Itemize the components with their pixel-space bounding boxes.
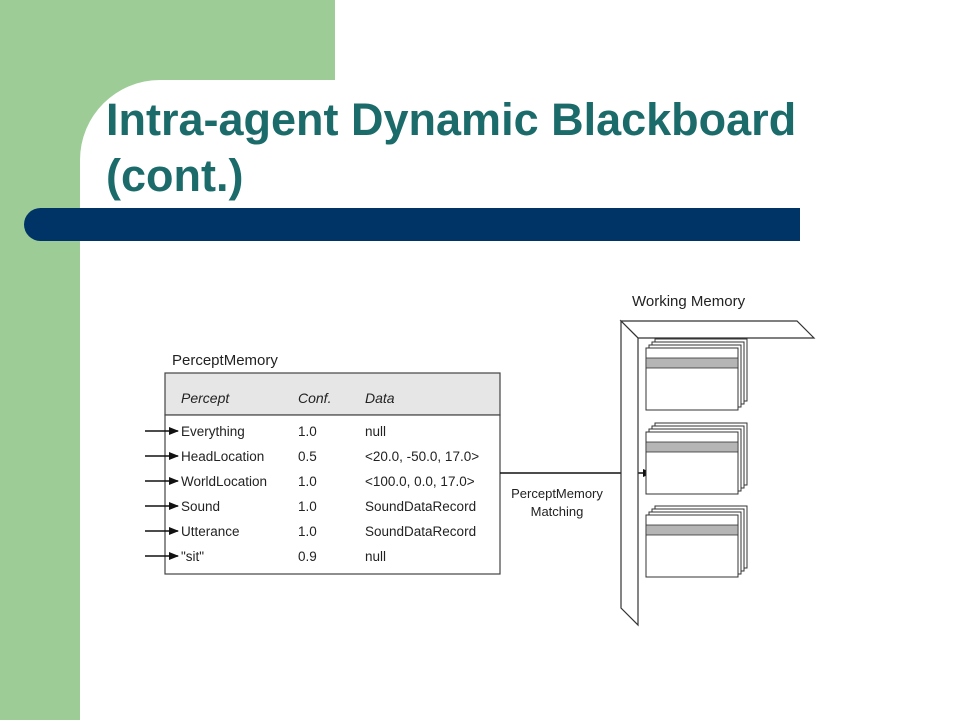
cell-conf: 1.0 xyxy=(298,424,317,439)
cell-data: SoundDataRecord xyxy=(365,524,476,539)
table-row: Sound 1.0 SoundDataRecord xyxy=(145,499,476,514)
cell-conf: 1.0 xyxy=(298,524,317,539)
cell-percept: WorldLocation xyxy=(181,474,267,489)
percept-memory-label: PerceptMemory xyxy=(172,352,278,369)
table-header-background xyxy=(164,372,501,416)
memory-record-header-band xyxy=(645,357,739,369)
working-memory-stacks xyxy=(645,338,748,578)
table-body-background xyxy=(164,414,501,575)
title-line-2: (cont.) xyxy=(106,150,244,201)
memory-record-stack xyxy=(645,505,748,578)
matching-label-line-2: Matching xyxy=(531,504,584,519)
cell-percept: Sound xyxy=(181,499,220,514)
working-memory-shelf xyxy=(619,319,816,627)
table-row: "sit" 0.9 null xyxy=(145,549,386,564)
cell-percept: Utterance xyxy=(181,524,240,539)
working-memory-label: Working Memory xyxy=(632,293,746,310)
cell-percept: "sit" xyxy=(181,549,204,564)
title-line-1: Intra-agent Dynamic Blackboard xyxy=(106,94,797,145)
shelf-side xyxy=(620,319,639,627)
memory-record-card xyxy=(645,431,739,495)
table-row: HeadLocation 0.5 <20.0, -50.0, 17.0> xyxy=(145,449,479,464)
cell-conf: 1.0 xyxy=(298,499,317,514)
percept-table: Percept Conf. Data xyxy=(164,372,501,575)
table-row: Everything 1.0 null xyxy=(145,424,386,439)
cell-conf: 0.9 xyxy=(298,549,317,564)
cell-data: <100.0, 0.0, 17.0> xyxy=(365,474,475,489)
memory-record-card xyxy=(645,347,739,411)
matching-label-line-1: PerceptMemory xyxy=(511,486,603,501)
cell-percept: HeadLocation xyxy=(181,449,264,464)
table-row: Utterance 1.0 SoundDataRecord xyxy=(145,524,476,539)
memory-record-header-band xyxy=(645,441,739,453)
shelf-top xyxy=(619,320,816,339)
title-rule-bar xyxy=(24,208,800,241)
slide-title: Intra-agent Dynamic Blackboard (cont.) xyxy=(106,92,906,204)
memory-record-stack xyxy=(645,338,748,411)
cell-percept: Everything xyxy=(181,424,245,439)
cell-conf: 1.0 xyxy=(298,474,317,489)
cell-data: null xyxy=(365,549,386,564)
table-row: WorldLocation 1.0 <100.0, 0.0, 17.0> xyxy=(145,474,475,489)
column-header-conf: Conf. xyxy=(298,390,331,406)
memory-record-card xyxy=(645,514,739,578)
column-header-data: Data xyxy=(365,390,395,406)
memory-record-header-band xyxy=(645,524,739,536)
cell-conf: 0.5 xyxy=(298,449,317,464)
cell-data: <20.0, -50.0, 17.0> xyxy=(365,449,479,464)
cell-data: null xyxy=(365,424,386,439)
cell-data: SoundDataRecord xyxy=(365,499,476,514)
memory-record-stack xyxy=(645,422,748,495)
column-header-percept: Percept xyxy=(181,390,230,406)
